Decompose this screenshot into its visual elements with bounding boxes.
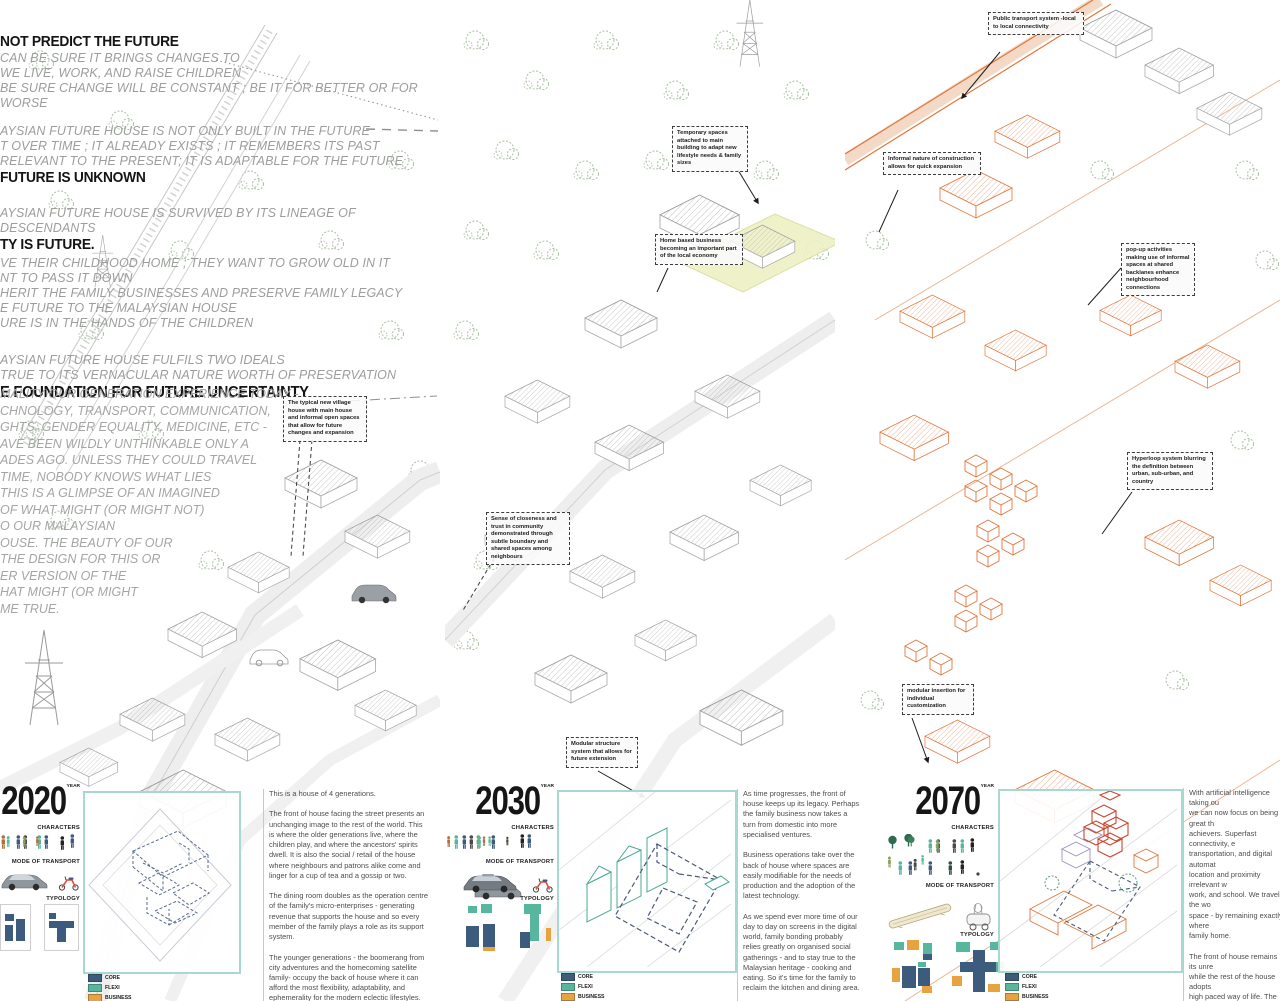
sedan-car-icon bbox=[1, 874, 48, 891]
hyperloop-pod-icon bbox=[888, 903, 952, 929]
intro-para-4: VE THEIR CHILDHOOD HOME ; THEY WANT TO G… bbox=[0, 256, 403, 330]
callout-typical-village-house: The typical new village house with main … bbox=[283, 396, 367, 442]
description-2070: With artificial intelligence taking ou w… bbox=[1183, 788, 1280, 1001]
scooter-icon bbox=[58, 876, 79, 891]
legend-2020: CORE FLEXI BUSINESS bbox=[88, 974, 132, 1001]
axon-frame-2020 bbox=[83, 791, 241, 974]
callout-modular-structure: Modular structure system that allows for… bbox=[566, 737, 638, 768]
intro-para-3: AYSIAN FUTURE HOUSE IS SURVIVED BY ITS L… bbox=[0, 206, 356, 235]
year-2030: 2030 bbox=[474, 779, 541, 823]
callout-public-transport: Public transport system -local to local … bbox=[988, 12, 1084, 36]
business-swatch bbox=[1005, 993, 1019, 1001]
intro-para-1: CAN BE SURE IT BRINGS CHANGES TO WE LIVE… bbox=[0, 51, 418, 110]
year-label: YEAR bbox=[66, 784, 80, 789]
street-car-icon bbox=[351, 584, 397, 604]
intro-aside: MALITY OUR GENERATION EXPERIENCE TODAY -… bbox=[0, 387, 299, 616]
intro-manifesto: NOT PREDICT THE FUTURE CAN BE SURE IT BR… bbox=[0, 33, 445, 401]
flexi-swatch bbox=[1005, 983, 1019, 991]
sedan-car-icon bbox=[463, 874, 517, 893]
characters-people-and-trees-icons bbox=[888, 834, 980, 876]
characters-label: CHARACTERS bbox=[37, 825, 80, 831]
axon-frame-2030 bbox=[557, 790, 737, 973]
axon-drawing-2030 bbox=[559, 792, 731, 967]
callout-hyperloop: Hyperloop system blurring the definition… bbox=[1127, 452, 1213, 491]
callout-temporary-spaces: Temporary spaces attached to main buildi… bbox=[672, 126, 748, 172]
intro-para-5: AYSIAN FUTURE HOUSE FULFILS TWO IDEALS T… bbox=[0, 353, 397, 382]
axon-frame-2070 bbox=[998, 789, 1183, 973]
callout-popup-activities: pop-up activities making use of informal… bbox=[1121, 243, 1195, 297]
intro-heading-2: FUTURE IS UNKNOWN bbox=[0, 169, 146, 186]
description-2030: As time progresses, the front of house k… bbox=[737, 789, 860, 1001]
intro-para-2: AYSIAN FUTURE HOUSE IS NOT ONLY BUILT IN… bbox=[0, 124, 404, 168]
description-2020: This is a house of 4 generations. The fr… bbox=[263, 789, 429, 1001]
scooter-icon bbox=[532, 878, 553, 893]
intro-heading-1: NOT PREDICT THE FUTURE bbox=[0, 33, 179, 50]
street-car-outline-icon bbox=[249, 649, 289, 667]
callout-informal-construction: Informal nature of construction allows f… bbox=[883, 152, 981, 176]
axon-drawing-2070 bbox=[1000, 791, 1177, 967]
transport-2070 bbox=[886, 894, 994, 934]
transport-label: MODE OF TRANSPORT bbox=[11, 859, 80, 865]
info-column-2070: 2070 YEAR CHARACTERS MODE OF TRANSPORT bbox=[878, 779, 1004, 996]
callout-sense-of-closeness: Sense of closeness and trust in communit… bbox=[486, 512, 570, 566]
business-swatch bbox=[88, 994, 102, 1001]
year-2070: 2070 bbox=[914, 779, 981, 823]
characters-people-icons bbox=[447, 834, 532, 849]
info-column-2020: 2020 YEAR CHARACTERS MODE OF TRANSPORT bbox=[0, 779, 80, 966]
typology-diagrams bbox=[0, 904, 79, 951]
legend-2070: CORE FLEXI BUSINESS bbox=[1005, 973, 1049, 1001]
callout-home-based-business: Home based business becoming an importan… bbox=[655, 234, 743, 265]
callout-modular-insertion: modular insertion for individual customi… bbox=[902, 684, 974, 715]
business-swatch bbox=[561, 993, 575, 1001]
flexi-swatch bbox=[88, 984, 102, 992]
axon-drawing-2020 bbox=[88, 808, 232, 962]
info-column-2030: 2030 YEAR CHARACTERS MODE OF TRANSPORT bbox=[446, 779, 554, 966]
flexi-swatch bbox=[561, 983, 575, 991]
core-swatch bbox=[561, 973, 575, 981]
autonomous-rover-icon bbox=[966, 903, 991, 931]
core-swatch bbox=[88, 974, 102, 982]
characters-people-icons bbox=[1, 834, 75, 850]
typology-diagrams bbox=[892, 940, 1006, 994]
legend-2030: CORE FLEXI BUSINESS bbox=[561, 973, 605, 1001]
typology-diagrams bbox=[466, 904, 552, 954]
year-2020: 2020 bbox=[0, 779, 67, 823]
core-swatch bbox=[1005, 973, 1019, 981]
typology-label: TYPOLOGY bbox=[46, 896, 80, 902]
intro-heading-4: E FOUNDATION FOR FUTURE UNCERTAINTY bbox=[0, 384, 309, 401]
intro-heading-3: TY IS FUTURE. bbox=[0, 236, 95, 253]
